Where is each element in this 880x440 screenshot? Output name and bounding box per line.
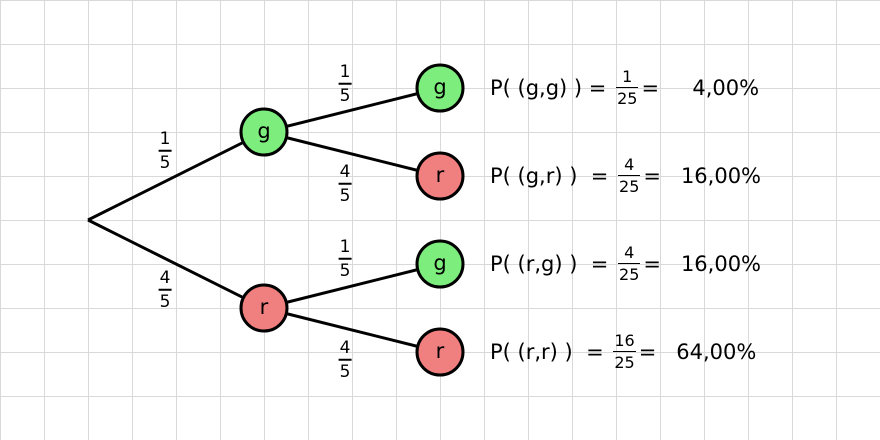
node-circle xyxy=(415,327,465,377)
node-label: g xyxy=(257,119,270,143)
fraction-bar xyxy=(338,358,352,361)
result-prefix: P( (r,r) ) = xyxy=(490,340,611,364)
result-equals: = xyxy=(643,252,662,276)
result-percentage: 4,00% xyxy=(692,76,760,100)
fraction-bar xyxy=(158,288,172,291)
result-prefix: P( (g,r) ) = xyxy=(490,164,616,188)
fraction-bar xyxy=(158,149,172,152)
node-circle xyxy=(239,107,289,157)
fraction-numerator: 1 xyxy=(339,236,351,257)
node-second-gr: r xyxy=(415,151,465,201)
fraction-denominator: 5 xyxy=(339,185,351,206)
fraction-numerator: 1 xyxy=(339,61,351,82)
result-prefix: P( (r,g) ) = xyxy=(490,252,616,276)
fraction-denominator: 5 xyxy=(339,85,351,106)
result-fraction: 4 25 xyxy=(618,242,641,285)
fraction-numerator: 4 xyxy=(159,267,171,288)
node-circle xyxy=(415,63,465,113)
edge-g-g xyxy=(263,86,441,134)
result-equals: = xyxy=(643,164,662,188)
fraction-bar xyxy=(616,86,639,89)
fraction-numerator: 1 xyxy=(622,66,633,86)
edge-prob-r-r: 4 5 xyxy=(338,337,352,382)
result-fraction: 1 25 xyxy=(616,66,639,109)
fraction-denominator: 5 xyxy=(159,291,171,312)
result-percentage: 16,00% xyxy=(680,252,762,276)
result-equals: = xyxy=(638,340,657,364)
node-second-rr: r xyxy=(415,327,465,377)
fraction-numerator: 4 xyxy=(339,337,351,358)
edge-r-r xyxy=(263,306,441,354)
result-row-gg: P( (g,g) ) = 1 25 = 4,00% xyxy=(490,66,759,110)
node-label: r xyxy=(260,295,269,319)
result-equals: = xyxy=(641,76,660,100)
node-second-rg: g xyxy=(415,239,465,289)
edge-prob-root-r: 4 5 xyxy=(158,267,172,312)
fraction-denominator: 25 xyxy=(614,353,635,373)
edge-prob-g-r: 4 5 xyxy=(338,161,352,206)
node-label: r xyxy=(436,163,445,187)
result-fraction: 4 25 xyxy=(618,154,641,197)
result-fraction: 16 25 xyxy=(613,330,636,373)
fraction-denominator: 25 xyxy=(619,265,640,285)
fraction-bar xyxy=(618,262,641,265)
node-first-r: r xyxy=(239,283,289,333)
node-circle xyxy=(239,283,289,333)
fraction-bar xyxy=(338,82,352,85)
edge-prob-g-g: 1 5 xyxy=(338,61,352,106)
edge-r-g xyxy=(263,262,441,310)
node-first-g: g xyxy=(239,107,289,157)
node-label: r xyxy=(436,339,445,363)
edge-prob-r-g: 1 5 xyxy=(338,236,352,281)
fraction-numerator: 4 xyxy=(624,154,635,174)
fraction-denominator: 5 xyxy=(339,260,351,281)
node-circle xyxy=(415,239,465,289)
result-row-gr: P( (g,r) ) = 4 25 = 16,00% xyxy=(490,154,761,198)
fraction-denominator: 5 xyxy=(159,152,171,173)
fraction-numerator: 4 xyxy=(339,161,351,182)
fraction-bar xyxy=(338,257,352,260)
result-percentage: 64,00% xyxy=(676,340,757,364)
edge-root-g xyxy=(87,130,265,222)
fraction-numerator: 4 xyxy=(624,242,635,262)
fraction-numerator: 16 xyxy=(614,330,635,350)
result-row-rr: P( (r,r) ) = 16 25 = 64,00% xyxy=(490,330,756,374)
fraction-bar xyxy=(613,350,636,353)
node-second-gg: g xyxy=(415,63,465,113)
edge-g-r xyxy=(263,130,441,178)
fraction-bar xyxy=(618,174,641,177)
result-row-rg: P( (r,g) ) = 4 25 = 16,00% xyxy=(490,242,761,286)
node-circle xyxy=(415,151,465,201)
fraction-denominator: 5 xyxy=(339,361,351,382)
result-prefix: P( (g,g) ) = xyxy=(490,76,614,100)
fraction-numerator: 1 xyxy=(159,128,171,149)
edge-root-r xyxy=(87,218,265,310)
edge-prob-root-g: 1 5 xyxy=(158,128,172,173)
node-label: g xyxy=(433,75,446,99)
fraction-denominator: 25 xyxy=(617,89,638,109)
fraction-denominator: 25 xyxy=(619,177,640,197)
fraction-bar xyxy=(338,182,352,185)
node-label: g xyxy=(433,251,446,275)
result-percentage: 16,00% xyxy=(680,164,762,188)
